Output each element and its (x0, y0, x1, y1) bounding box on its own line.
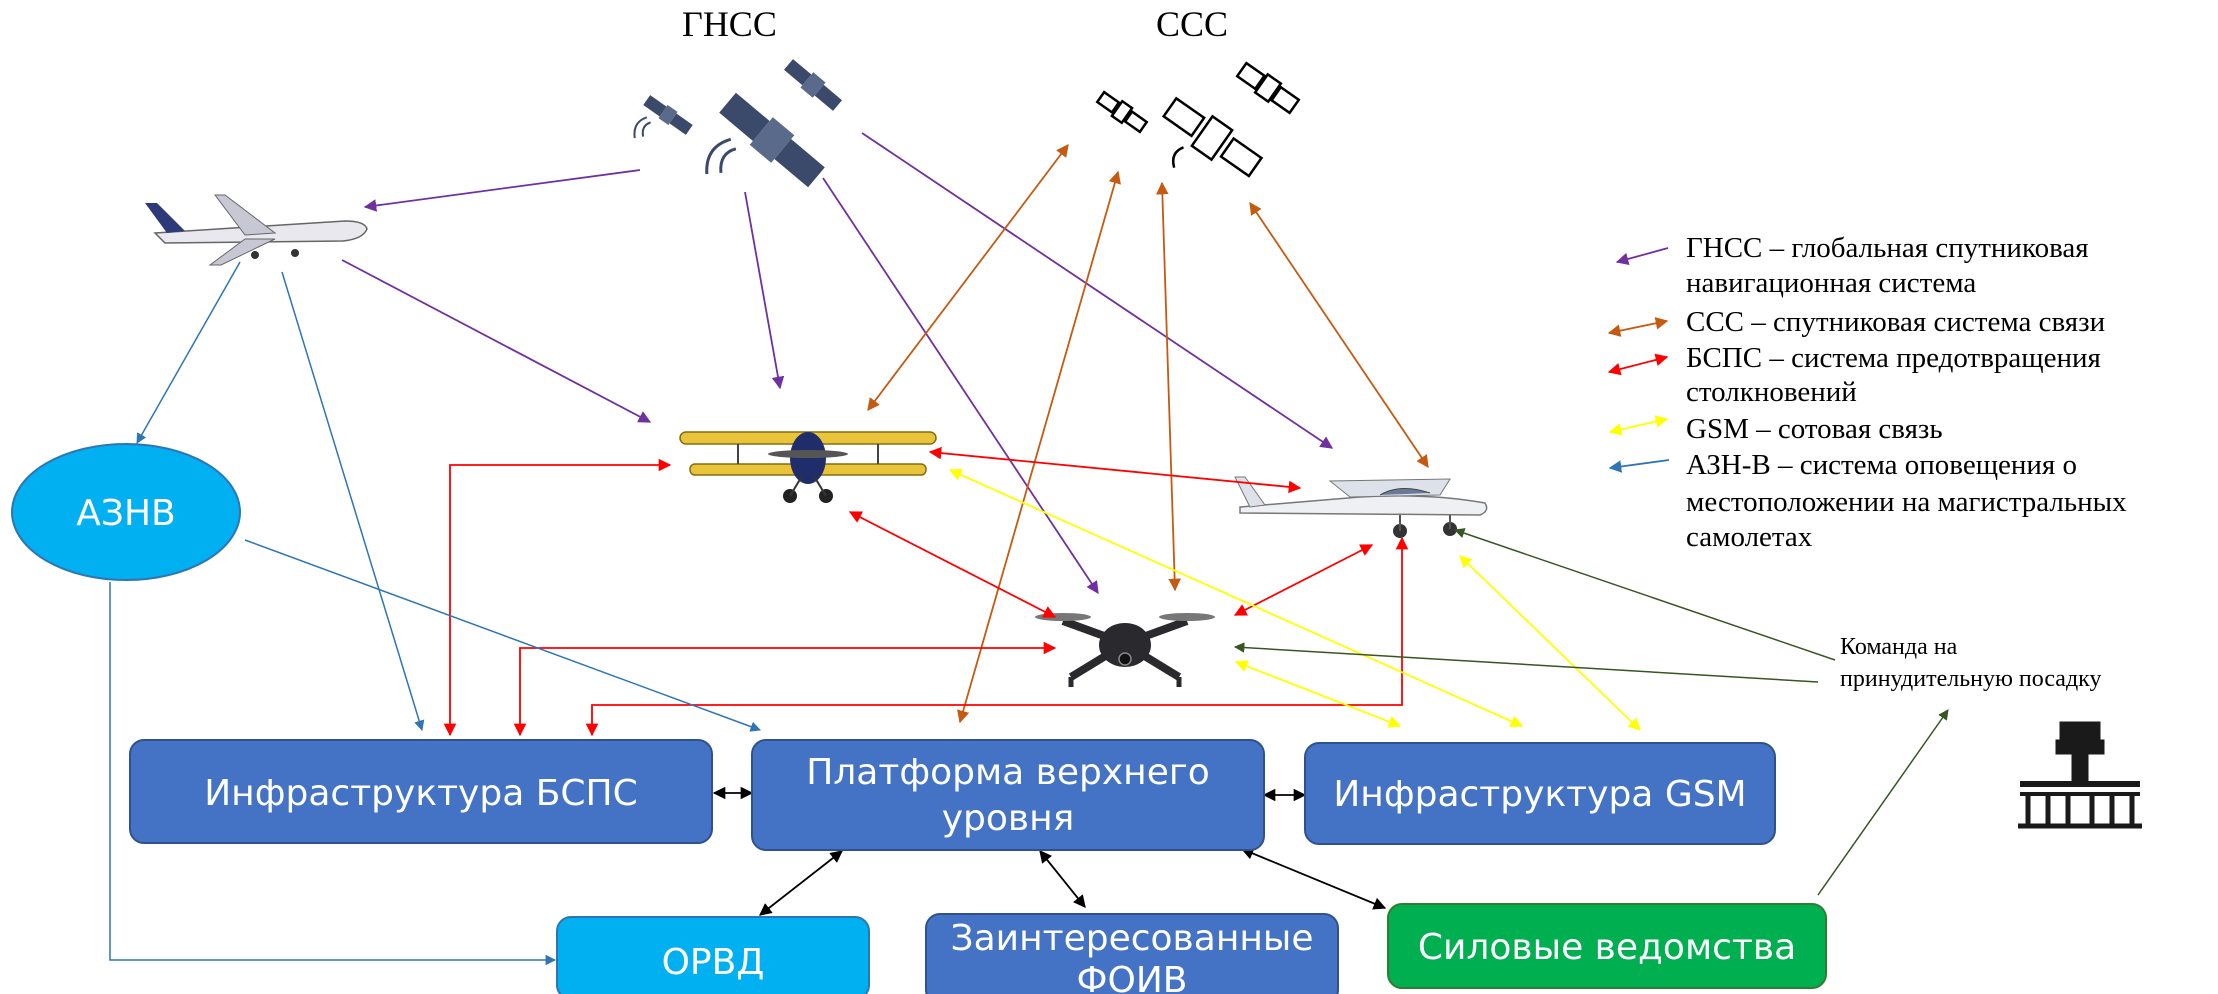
adsb-link (109, 582, 557, 966)
platform-label-line2: уровня (942, 798, 1075, 839)
command-note-line1: Команда на (1840, 634, 1958, 660)
bsps-link (513, 641, 1057, 737)
infra-bsps-label: Инфраструктура БСПС (204, 773, 638, 814)
satellite-icon (705, 92, 825, 188)
sss-group-label: ССС (1156, 4, 1228, 44)
legend-item-sss-line1: ССС – спутниковая система связи (1686, 306, 2105, 338)
gsm-links (948, 468, 1641, 731)
gnss-link (744, 191, 785, 390)
gnss-links (341, 132, 1334, 595)
bsps-link (585, 536, 1409, 737)
biplane-icon (679, 431, 937, 503)
sss-link (957, 170, 1121, 724)
orange-double-arrow-icon (1607, 317, 1669, 337)
platform-link (759, 850, 843, 916)
legend-item-adsb-line3: самолетах (1686, 521, 1813, 553)
drone-icon (1035, 613, 1215, 687)
gnss-link (341, 259, 652, 423)
purple-arrow-icon (1615, 247, 1669, 266)
blue-arrow-icon (1608, 459, 1670, 473)
gnss-group-label: ГНСС (682, 4, 777, 44)
infra-bsps-node: Инфраструктура БСПС (129, 739, 713, 844)
bsps-link (928, 446, 1302, 494)
legend-item-gnss-line1: ГНСС – глобальная спутниковая (1686, 232, 2089, 264)
infra-gsm-label: Инфраструктура GSM (1333, 774, 1746, 815)
legend-item-bsps-line1: БСПС – система предотвращения (1686, 342, 2101, 374)
legend-item-bsps-line2: столкновений (1686, 376, 1857, 408)
satellite-outline-icon (1161, 96, 1264, 178)
command-link (1454, 528, 1836, 661)
platform-node: Платформа верхнего уровня (751, 739, 1265, 851)
foiv-label-line1: Заинтересованные (951, 918, 1314, 959)
control-tower-icon (2018, 721, 2142, 829)
adsb-links (109, 261, 761, 966)
sss-link (1249, 201, 1429, 469)
red-double-arrow-icon (1607, 353, 1669, 376)
sss-satellites (1095, 61, 1301, 178)
orvd-node: ОРВД (556, 916, 870, 994)
platform-label-line1: Платформа верхнего (806, 752, 1210, 793)
gsm-link (1459, 555, 1641, 731)
command-links (1233, 528, 1949, 896)
satellite-icon (783, 59, 843, 111)
platform-link (1039, 850, 1086, 908)
sss-link (1156, 181, 1181, 592)
command-link (1817, 709, 1949, 896)
satellite-outline-icon (1095, 90, 1149, 134)
bsps-links (443, 446, 1409, 737)
adsb-link (244, 539, 761, 732)
bsps-link (848, 511, 1057, 618)
bsps-link (443, 458, 672, 737)
gnss-link (363, 169, 641, 212)
gnss-link (861, 132, 1334, 449)
infra-gsm-node: Инфраструктура GSM (1304, 742, 1776, 845)
legend-item-adsb-line1: АЗН-В – система оповещения о (1686, 449, 2077, 481)
power-label: Силовые ведомства (1418, 927, 1796, 968)
bsps-link (1233, 544, 1374, 616)
orvd-label: ОРВД (662, 942, 765, 983)
satellite-icon (633, 95, 693, 139)
foiv-node: Заинтересованные ФОИВ (925, 913, 1339, 994)
adsb-link (136, 261, 241, 444)
adsb-link (281, 271, 425, 732)
legend-item-adsb-line2: местоположении на магистральных (1686, 486, 2127, 518)
sss-link (867, 143, 1069, 412)
command-note-line2: принудительную посадку (1840, 666, 2101, 692)
azn-label: АЗНВ (76, 493, 175, 534)
legend: ГНСС – глобальная спутниковая навигацион… (1607, 232, 2127, 553)
airliner-icon (145, 194, 368, 266)
gsm-link (948, 468, 1524, 728)
satellite-outline-icon (1235, 61, 1301, 115)
command-link (1233, 642, 1819, 683)
gsm-link (1234, 660, 1402, 728)
legend-item-gsm-line1: GSM – сотовая связь (1686, 413, 1943, 445)
azn-node: АЗНВ (11, 443, 241, 581)
platform-links (712, 786, 1387, 916)
gnss-satellites (633, 59, 843, 188)
foiv-label-line2: ФОИВ (1077, 960, 1188, 994)
yellow-double-arrow-icon (1608, 415, 1669, 436)
power-node: Силовые ведомства (1387, 903, 1827, 989)
platform-link (1240, 847, 1387, 910)
legend-item-gnss-line2: навигационная система (1686, 267, 1976, 299)
